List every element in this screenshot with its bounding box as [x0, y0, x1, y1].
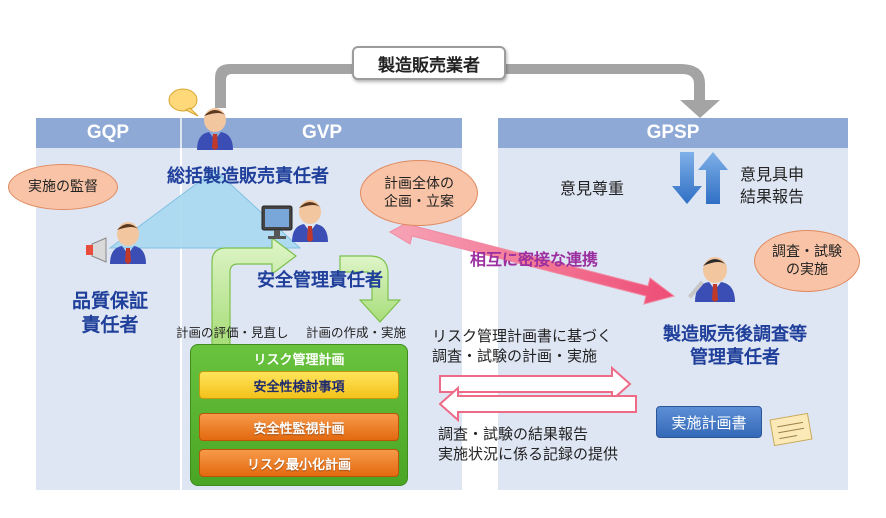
marketing-authorization-holder-label: 製造販売業者	[352, 46, 506, 80]
rmp-based-plan-label: リスク管理計画書に基づく 調査・試験の計画・実施	[432, 327, 613, 366]
respect-label: 意見尊重	[560, 179, 625, 198]
plan-overall-text: 計画全体の 企画・立案	[384, 175, 454, 210]
person-icon	[110, 222, 146, 264]
speech-bubble-icon	[168, 88, 199, 117]
report-label: 調査・試験の結果報告 実施状況に係る記録の提供	[438, 425, 619, 464]
eval-review-arrow	[211, 236, 297, 346]
gqp-header: GQP	[36, 118, 180, 148]
person-icon	[292, 200, 328, 242]
eval-review-label: 計画の評価・見直し	[176, 325, 289, 340]
general-manager-role: 総括製造販売責任者	[167, 166, 329, 187]
opinion-up-arrow	[698, 152, 728, 204]
person-icon	[695, 257, 735, 302]
supervise-bubble: 実施の監督	[8, 164, 118, 210]
plan-exec-arrow	[439, 365, 632, 403]
survey-exec-text: 調査・試験 の実施	[772, 243, 842, 278]
create-exec-label: 計画の作成・実施	[306, 325, 407, 340]
pharmacovigilance-plan-bar: 安全性監視計画	[199, 413, 399, 441]
pen-icon	[688, 280, 704, 299]
risk-management-plan-box: リスク管理計画 安全性検討事項 安全性監視計画 リスク最小化計画	[190, 344, 408, 486]
megaphone-icon	[86, 237, 107, 263]
report-arrow	[438, 385, 637, 423]
pms-manager-role: 製造販売後調査等 管理責任者	[663, 324, 807, 368]
safety-manager-role: 安全管理責任者	[257, 270, 383, 291]
management-triangle	[110, 170, 300, 248]
person-icon	[197, 108, 233, 150]
implementation-plan-doc: 実施計画書	[656, 406, 762, 438]
rmp-title: リスク管理計画	[253, 353, 345, 368]
opinion-report-label: 意見具申 結果報告	[740, 165, 805, 206]
supervise-text: 実施の監督	[28, 178, 98, 195]
cooperation-label: 相互に密接な連携	[470, 250, 599, 269]
gqp-gvp-divider	[180, 148, 182, 490]
qa-manager-role: 品質保証 責任者	[71, 290, 148, 336]
safety-specification-bar: 安全性検討事項	[199, 371, 399, 399]
create-exec-arrow	[339, 255, 402, 323]
plan-overall-bubble: 計画全体の 企画・立案	[360, 160, 478, 226]
computer-monitor-icon	[261, 205, 293, 239]
top-loop-arrow	[215, 64, 720, 118]
survey-exec-bubble: 調査・試験 の実施	[754, 230, 860, 292]
respect-down-arrow	[672, 152, 702, 204]
gpsp-header: GPSP	[498, 118, 848, 148]
clipboard-icon	[769, 412, 813, 447]
risk-minimization-plan-bar: リスク最小化計画	[199, 449, 399, 477]
